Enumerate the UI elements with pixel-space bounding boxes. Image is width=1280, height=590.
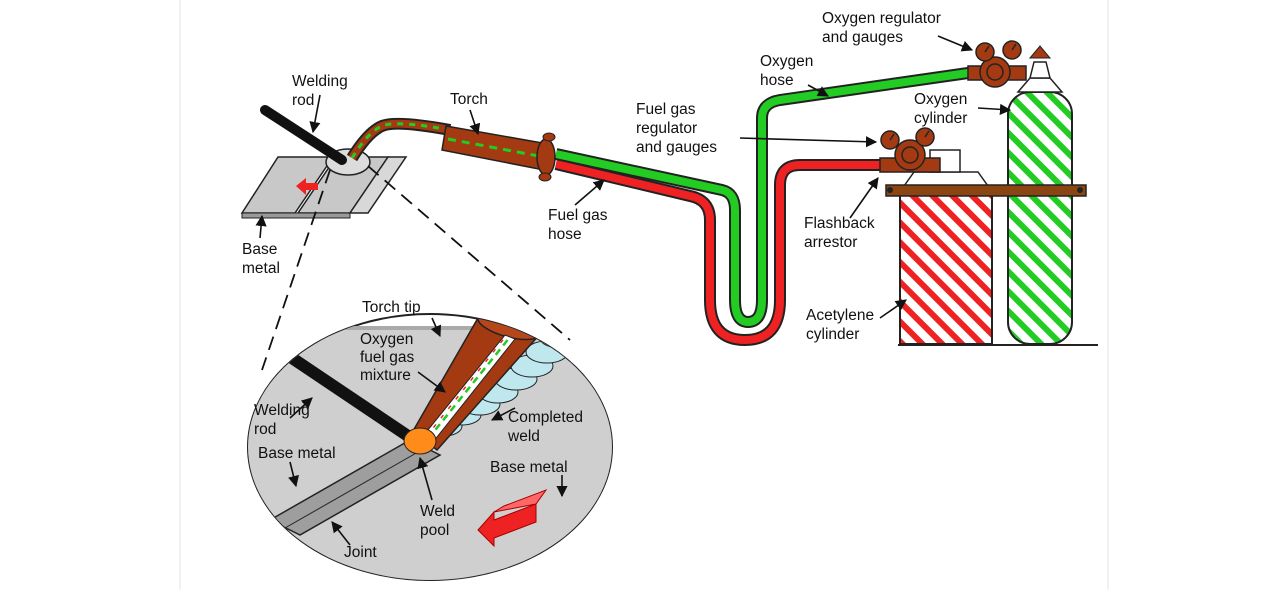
leader-mixture: [417, 371, 446, 393]
leader-oxygen-regulator: [937, 35, 974, 52]
cylinder-bracket: [885, 184, 1087, 197]
leader-oxygen-hose: [807, 84, 829, 97]
plate-direction-arrow: [296, 178, 318, 195]
base-metal-plates: [240, 156, 408, 219]
leader-joint: [331, 521, 351, 546]
leader-completed-weld: [491, 407, 516, 421]
leader-torch: [469, 109, 481, 136]
magnified-inset: [247, 313, 613, 581]
oxygen-valve-icon: [1028, 45, 1052, 59]
leader-oxygen-cylinder: [977, 103, 1012, 115]
leader-flashback: [849, 177, 879, 219]
label-joint: Joint: [344, 544, 377, 561]
leader-welding-rod: [309, 94, 321, 134]
leader-weld-pool: [417, 456, 433, 501]
leader-acetylene: [879, 299, 907, 319]
torch: [441, 125, 556, 182]
inset-welding-rod: [286, 352, 414, 442]
label-torch-tip: Torch tip: [362, 299, 421, 316]
oxygen-cylinder: [1007, 61, 1073, 345]
leader-fuel-hose: [574, 179, 605, 206]
leader-base-left: [288, 461, 299, 488]
leader-fuel-regulator: [739, 136, 878, 148]
label-inset-base-metal-right: Base metal: [490, 459, 568, 476]
oxygen-regulator: [967, 40, 1027, 88]
weld-pool: [403, 427, 437, 455]
label-torch: Torch: [450, 91, 488, 108]
projection-line-right: [367, 165, 571, 341]
travel-direction-arrow: [477, 488, 548, 548]
leader-base-metal: [255, 214, 267, 239]
label-inset-base-metal-left: Base metal: [258, 445, 336, 462]
projection-line-left: [261, 169, 331, 371]
acetylene-cylinder: [899, 149, 993, 345]
welding-rod: [260, 105, 347, 165]
fuel-gas-regulator: [879, 127, 941, 173]
leader-inset-rod: [289, 397, 313, 419]
leader-torch-tip: [430, 317, 442, 338]
